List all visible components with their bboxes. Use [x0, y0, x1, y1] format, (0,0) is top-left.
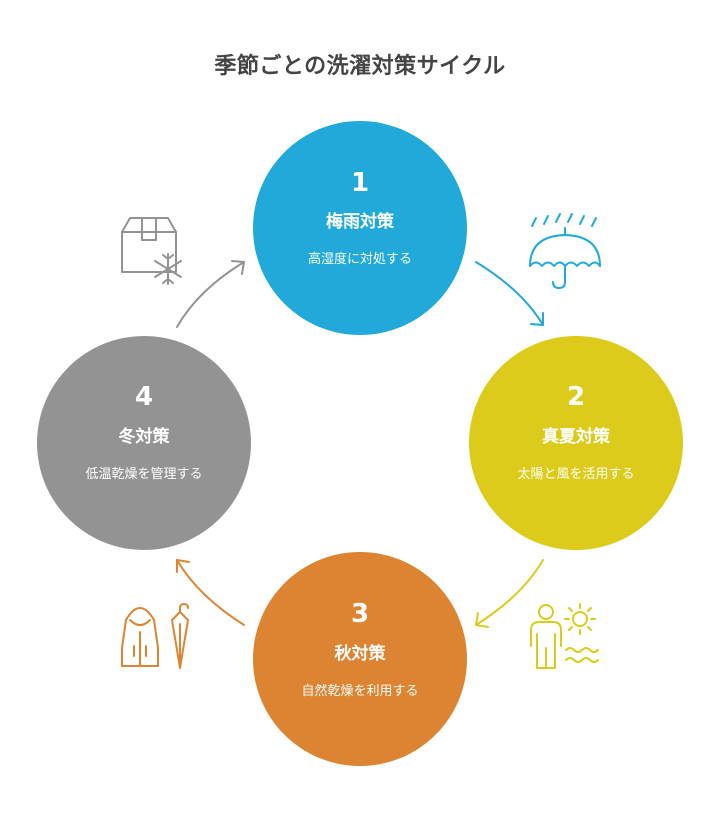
step-2-description: 太陽と風を活用する [517, 467, 634, 482]
raincoat-umbrella-icon [121, 603, 189, 669]
step-2-circle [469, 336, 683, 550]
step-2-number: 2 [567, 382, 585, 412]
rain-umbrella-icon [529, 213, 601, 289]
arrow-2-to-3 [475, 559, 544, 628]
arrow-3-to-4 [176, 559, 245, 626]
step-3: 3 秋対策 自然乾燥を利用する [253, 552, 467, 766]
step-2-name: 真夏対策 [542, 426, 611, 447]
step-3-circle [253, 552, 467, 766]
step-2: 2 真夏対策 太陽と風を活用する [469, 336, 683, 550]
step-1-circle [253, 121, 467, 335]
arrow-4-to-1 [176, 260, 245, 328]
step-4-name: 冬対策 [119, 426, 171, 447]
step-4-circle [37, 336, 251, 550]
step-1-name: 梅雨対策 [326, 211, 395, 232]
arrow-1-to-2 [475, 261, 544, 326]
step-1: 1 梅雨対策 高湿度に対処する [253, 121, 467, 335]
step-3-description: 自然乾燥を利用する [301, 683, 418, 699]
step-1-description: 高湿度に対処する [308, 251, 412, 267]
box-snowflake-icon [121, 217, 182, 285]
step-3-name: 秋対策 [335, 643, 387, 664]
person-sun-heat-icon [530, 603, 599, 669]
step-3-number: 3 [351, 599, 369, 629]
step-4-number: 4 [135, 382, 153, 412]
step-1-number: 1 [351, 168, 369, 198]
step-4: 4 冬対策 低温乾燥を管理する [37, 336, 251, 550]
diagram-title: 季節ごとの洗濯対策サイクル [214, 54, 506, 79]
step-4-description: 低温乾燥を管理する [85, 467, 202, 482]
